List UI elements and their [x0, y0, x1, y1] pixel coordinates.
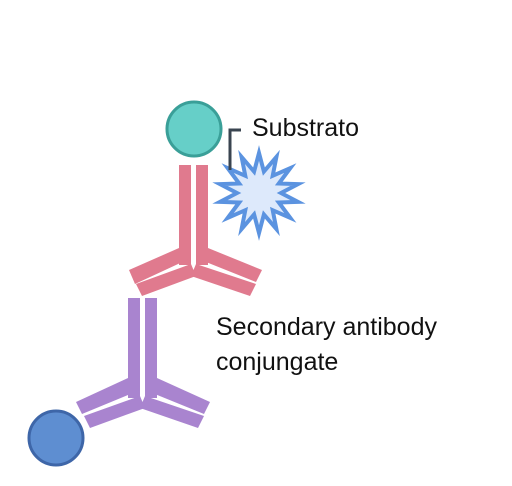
secondary-antibody-label-line2: conjungate: [216, 348, 338, 376]
secondary-antibody-arm-left-outer: [76, 378, 140, 414]
primary-antibody-arm-right-outer: [196, 248, 262, 282]
primary-antibody-arm-left-inner: [136, 264, 196, 296]
secondary-antibody-arm-right-inner: [140, 396, 204, 428]
primary-antibody-arm-right-inner: [191, 264, 256, 296]
primary-antibody-arm-left-outer: [129, 248, 191, 284]
secondary-antibody-arm-right-outer: [145, 378, 210, 414]
secondary-antibody-label-line1: Secondary antibody: [216, 313, 437, 341]
secondary-antibody-stem-left: [128, 298, 140, 398]
conjugate-circle-icon: [27, 409, 85, 467]
substrate-label: Substrato: [252, 114, 359, 142]
primary-antibody-stem-right: [196, 165, 208, 265]
secondary-antibody-arm-left-inner: [84, 396, 145, 428]
secondary-antibody: [76, 298, 210, 428]
substrate-bracket: [228, 128, 241, 170]
primary-antibody: [129, 165, 262, 296]
teal-circle-icon: [165, 100, 223, 158]
secondary-antibody-stem-right: [145, 298, 157, 398]
primary-antibody-stem-left: [179, 165, 191, 265]
substrate-starburst-icon: [212, 145, 306, 241]
